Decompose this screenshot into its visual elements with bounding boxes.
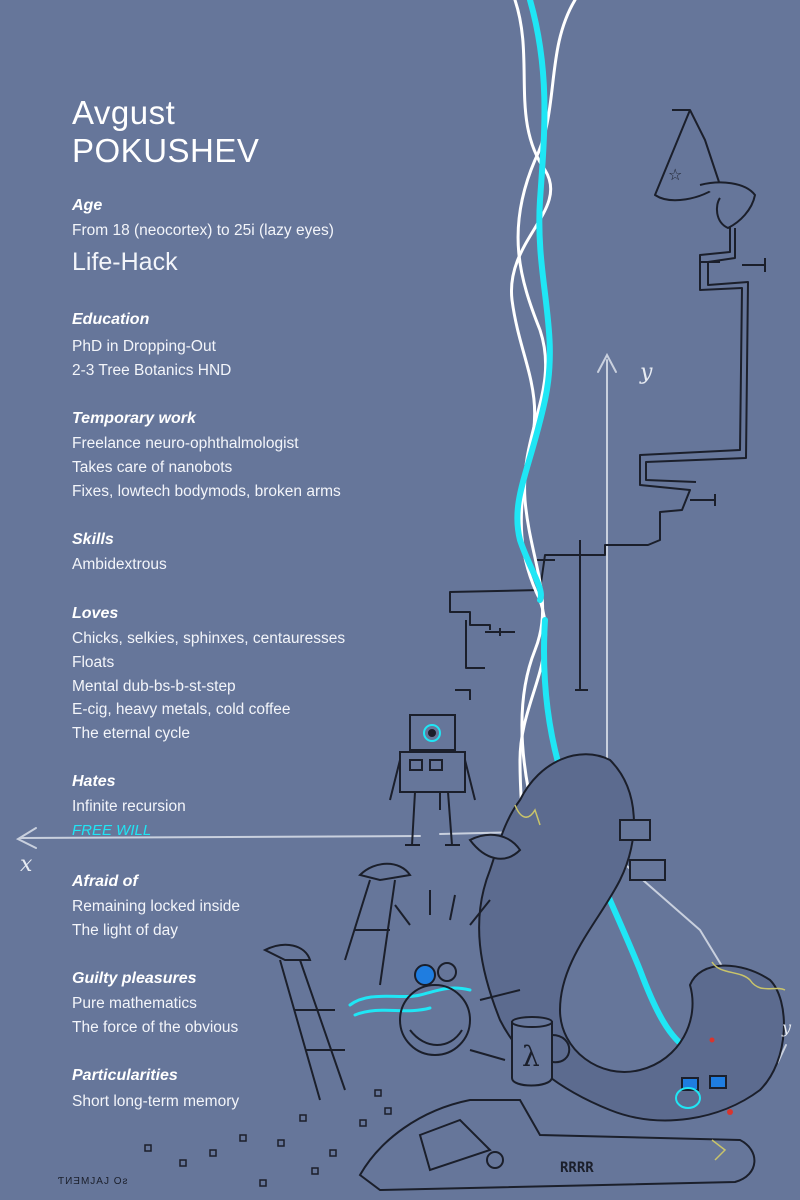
- section-heading-education: Education: [72, 311, 150, 328]
- hates-line: Infinite recursion: [72, 798, 186, 815]
- loves-line: Floats: [72, 654, 115, 671]
- afraid-line: Remaining locked inside: [72, 898, 241, 915]
- chainsaw: [358, 1099, 756, 1192]
- y-axis-label: y: [640, 360, 653, 385]
- robot: [389, 714, 476, 846]
- reclining-figure: [468, 753, 785, 1122]
- yellow-scribbles: [514, 804, 786, 1161]
- section-heading-hates: Hates: [72, 773, 116, 790]
- section-heading-loves: Loves: [72, 605, 119, 622]
- pipe-circuit: [419, 109, 766, 810]
- x-axis-label: x: [20, 852, 33, 877]
- star-icon: ☆: [668, 165, 682, 184]
- artist-signature: ƬИƎMЈАЈ Оƨ: [58, 1176, 129, 1187]
- section-heading-particularities: Particularities: [72, 1067, 178, 1084]
- lambda-symbol: λ: [522, 1040, 540, 1073]
- work-line: Fixes, lowtech bodymods, broken arms: [72, 483, 341, 500]
- loves-line: The eternal cycle: [72, 725, 191, 742]
- work-line: Freelance neuro-ophthalmologist: [72, 435, 299, 452]
- y-axis-label-small: y: [782, 1018, 792, 1037]
- loves-line: Mental dub-bs-b-st-step: [72, 678, 236, 695]
- section-heading-afraid-of: Afraid of: [72, 873, 138, 890]
- afraid-line: The light of day: [72, 922, 178, 939]
- debris-bits: [144, 1089, 392, 1187]
- age-line: From 18 (neocortex) to 25i (lazy eyes): [72, 222, 334, 239]
- loves-line: Chicks, selkies, sphinxes, centauresses: [72, 630, 346, 647]
- chairs-and-debris: [262, 862, 521, 1101]
- guilty-line: The force of the obvious: [72, 1019, 239, 1036]
- life-hack-label: Life-Hack: [72, 248, 178, 276]
- skills-line: Ambidextrous: [72, 556, 167, 573]
- saw-label: RRRR: [560, 1160, 594, 1176]
- section-heading-guilty-pleasures: Guilty pleasures: [72, 970, 197, 987]
- work-line: Takes care of nanobots: [72, 459, 233, 476]
- section-heading-skills: Skills: [72, 531, 114, 548]
- coffee-mug: [511, 1016, 571, 1087]
- free-will-highlight: FREE WILL: [72, 822, 152, 839]
- education-line: 2-3 Tree Botanics HND: [72, 362, 232, 379]
- guilty-line: Pure mathematics: [72, 995, 197, 1012]
- loves-line: E-cig, heavy metals, cold coffee: [72, 701, 291, 718]
- goggles: [675, 1037, 733, 1115]
- section-heading-temporary-work: Temporary work: [72, 410, 196, 427]
- particularities-line: Short long-term memory: [72, 1093, 240, 1110]
- section-heading-age: Age: [72, 197, 103, 214]
- last-name: POKUSHEV: [72, 132, 260, 169]
- first-name: Avgust: [72, 94, 176, 131]
- education-line: PhD in Dropping-Out: [72, 338, 216, 355]
